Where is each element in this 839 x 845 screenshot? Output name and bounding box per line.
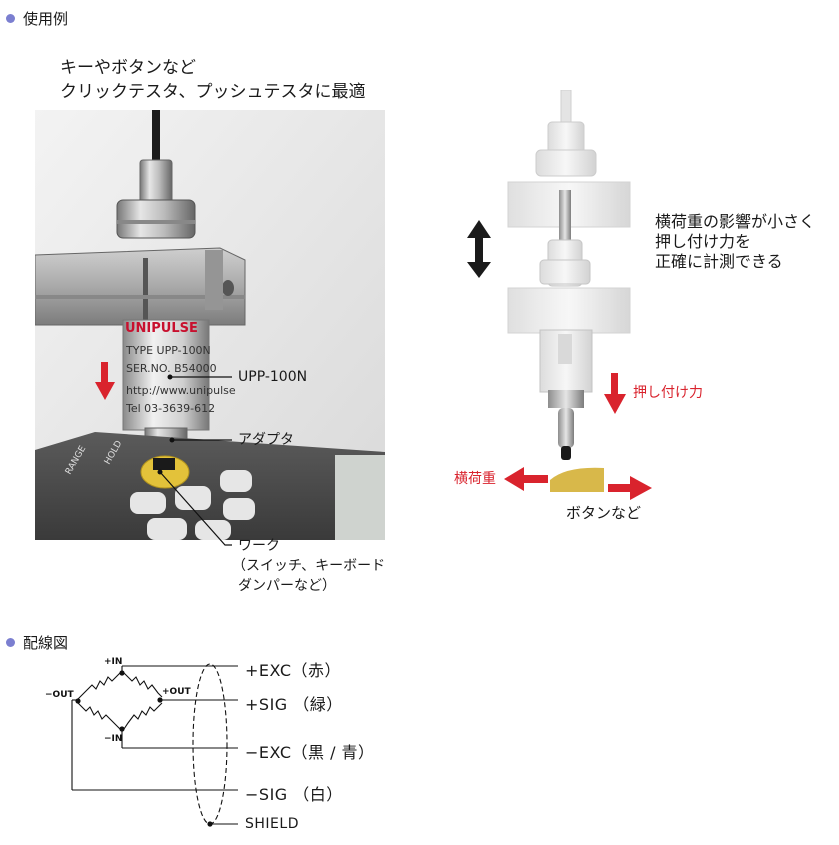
wire-label-exc-plus: +EXC（赤） [245, 661, 341, 680]
resistor-top-right [123, 672, 163, 698]
bridge-label-left: −OUT [45, 690, 75, 700]
button-shape [550, 467, 604, 492]
double-arrow-icon [467, 220, 491, 238]
cable [152, 110, 160, 165]
bullet-dot-icon [6, 638, 15, 647]
push-force-label: 押し付け力 [633, 385, 703, 401]
button-label: ボタンなど [566, 504, 642, 522]
wiring-diagram: +IN −IN −OUT +OUT [45, 657, 238, 827]
bullet-dot-icon [6, 14, 15, 23]
device-serial: SER.NO. B54000 [126, 362, 217, 375]
usage-section-title: 使用例 [6, 8, 68, 29]
lateral-arrow-right-icon [630, 476, 652, 500]
load-cell-schematic [467, 90, 652, 500]
push-force-arrow-icon [604, 394, 626, 414]
lateral-arrow-left-icon [504, 467, 524, 491]
usage-photo: UNIPULSE TYPE UPP-100N SER.NO. B54000 ht… [35, 110, 385, 540]
label-work-line1: ワーク [238, 538, 280, 554]
push-arrow-icon [95, 382, 115, 400]
label-model: UPP-100N [238, 369, 308, 385]
bridge-label-right: +OUT [162, 687, 192, 697]
wiring-title-text: 配線図 [23, 634, 69, 652]
wire-label-sig-minus: −SIG （白） [245, 785, 343, 804]
bridge-label-top: +IN [104, 657, 122, 667]
wire-label-sig-plus: +SIG （緑） [245, 695, 343, 714]
label-work-line2: （スイッチ、キーボード [232, 558, 386, 574]
usage-caption-line2: クリックテスタ、プッシュテスタに最適 [60, 82, 366, 102]
bridge-label-bottom: −IN [104, 734, 122, 744]
note-line3: 正確に計測できる [655, 252, 783, 271]
note-line2: 押し付け力を [655, 232, 752, 251]
device-tel: Tel 03-3639-612 [125, 402, 215, 415]
wire-label-shield: SHIELD [245, 816, 299, 832]
device-type: TYPE UPP-100N [125, 344, 211, 357]
wiring-section-title: 配線図 [6, 632, 68, 653]
device-brand: UNIPULSE [125, 321, 198, 336]
resistor-top-left [77, 672, 121, 700]
device-url: http://www.unipulse [126, 384, 236, 397]
resistor-bottom-left [77, 702, 121, 730]
wire-label-exc-minus: −EXC（黒 / 青） [245, 743, 375, 762]
usage-title-text: 使用例 [23, 10, 69, 28]
lateral-load-label: 横荷重 [454, 471, 496, 487]
resistor-bottom-right [123, 702, 163, 730]
usage-caption-line1: キーやボタンなど [60, 58, 196, 78]
note-line1: 横荷重の影響が小さく [655, 212, 816, 231]
shield-ellipse [192, 663, 228, 825]
label-work-line3: ダンパーなど） [238, 578, 336, 594]
label-adapter: アダプタ [238, 432, 294, 448]
